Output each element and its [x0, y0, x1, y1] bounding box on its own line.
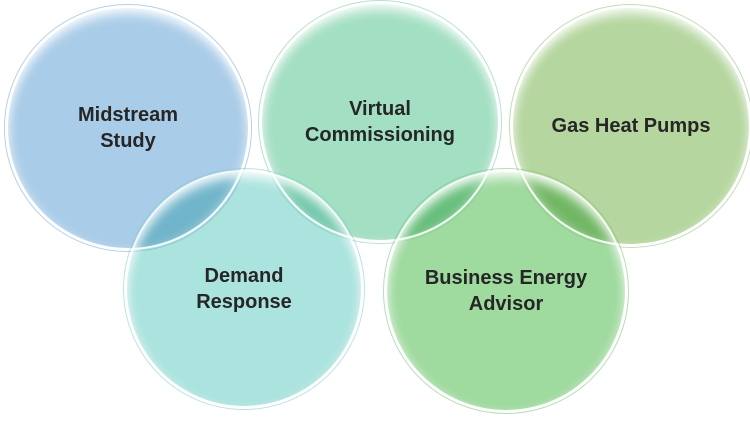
circle-business-energy-advisor: Business Energy Advisor: [383, 168, 629, 414]
circle-label: Demand Response: [196, 265, 292, 313]
circle-label: Gas Heat Pumps: [551, 115, 711, 137]
circle-label: Virtual Commissioning: [304, 98, 455, 146]
circle-demand-response: Demand Response: [123, 168, 365, 410]
circle-fill-business-energy-advisor: [387, 172, 625, 410]
circle-label: Midstream Study: [77, 104, 179, 152]
circle-label: Business Energy Advisor: [424, 267, 588, 315]
circle-fill-demand-response: [127, 172, 361, 406]
